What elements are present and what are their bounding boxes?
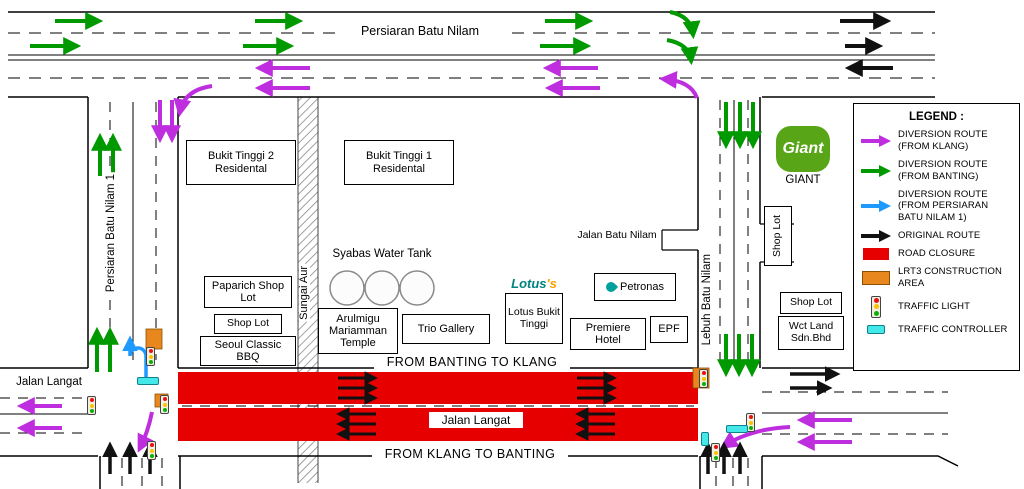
place-wct-land: Wct Land Sdn.Bhd (778, 316, 844, 350)
river-label-sungai-aur: Sungai Aur (298, 264, 310, 322)
traffic-light-icon (147, 441, 156, 460)
traffic-light-icon (711, 443, 720, 462)
place-shop-lot-lebuh: Shop Lot (764, 206, 792, 266)
lane-markings (0, 32, 948, 489)
place-trio-gallery: Trio Gallery (402, 314, 490, 344)
road-label-jalan-langat-west: Jalan Langat (16, 376, 82, 388)
traffic-controller-icon (137, 377, 159, 385)
legend-item-road-closure: ROAD CLOSURE (860, 248, 1013, 261)
place-shop-lot-left: Shop Lot (214, 314, 282, 334)
giant-logo: Giant (776, 126, 830, 172)
diversion-pbn1-arrow-icon (860, 200, 892, 213)
lotus-logo: Lotus's (504, 276, 564, 291)
traffic-light-icon (146, 347, 155, 366)
legend-item-traffic-controller: TRAFFIC CONTROLLER (860, 324, 1013, 336)
legend-item-diversion-pbn1: DIVERSION ROUTE (FROM PERSIARAN BATU NIL… (860, 189, 1013, 225)
place-petronas: Petronas (594, 273, 676, 301)
traffic-controller-icon (701, 432, 709, 446)
place-shop-lot-right: Shop Lot (780, 292, 842, 314)
water-tank-circles (329, 270, 435, 306)
diversion-klang-arrow-icon (860, 134, 892, 147)
original-route-arrows (102, 12, 893, 474)
road-label-lebuh-batu-nilam: Lebuh Batu Nilam (701, 252, 714, 348)
petronas-label: Petronas (619, 280, 665, 293)
place-seoul-classic-bbq: Seoul Classic BBQ (200, 336, 296, 366)
traffic-light-icon (87, 396, 96, 415)
place-lotus-bukit-tinggi: Lotus Bukit Tinggi (505, 293, 563, 344)
place-epf: EPF (650, 316, 688, 343)
place-arulmigu-mariamman-temple: Arulmigu Mariamman Temple (318, 308, 398, 354)
legend-item-diversion-banting: DIVERSION ROUTE (FROM BANTING) (860, 159, 1013, 183)
traffic-light-icon (699, 369, 708, 388)
traffic-controller-icon (860, 325, 892, 335)
road-label-persiaran-batu-nilam: Persiaran Batu Nilam (336, 23, 504, 39)
closure-banner-banting-to-klang: FROM BANTING TO KLANG (374, 354, 570, 370)
lotus-logo-suffix: 's (546, 276, 557, 291)
legend-panel: LEGEND : DIVERSION ROUTE (FROM KLANG) DI… (853, 103, 1020, 371)
traffic-light-icon (160, 395, 169, 414)
legend-item-traffic-light: TRAFFIC LIGHT (860, 295, 1013, 318)
legend-item-original-route: ORIGINAL ROUTE (860, 230, 1013, 243)
legend-item-lrt3-construction: LRT3 CONSTRUCTION AREA (860, 266, 1013, 290)
road-closure-red (178, 372, 698, 441)
lrt3-construction-swatch-icon (860, 271, 892, 285)
diversion-banting-arrow-icon (860, 164, 892, 177)
petronas-logo-icon (603, 279, 619, 295)
diversion-route-banting-arrows (30, 10, 762, 378)
legend-title: LEGEND : (909, 111, 964, 123)
place-premiere-hotel: Premiere Hotel (570, 318, 646, 350)
road-label-jalan-batu-nilam: Jalan Batu Nilam (577, 229, 657, 241)
shop-lot-lebuh-label: Shop Lot (771, 214, 784, 258)
giant-caption: GIANT (785, 174, 821, 186)
original-route-arrow-icon (860, 230, 892, 243)
lotus-logo-text: Lotus (511, 276, 547, 291)
traffic-light-icon (746, 413, 755, 432)
closure-road-label-jalan-langat: Jalan Langat (429, 412, 523, 428)
closure-banner-klang-to-banting: FROM KLANG TO BANTING (372, 446, 568, 462)
traffic-light-icon (860, 295, 892, 318)
place-syabas-water-tank: Syabas Water Tank (332, 248, 432, 260)
diversion-route-klang-arrows (16, 59, 852, 453)
place-bukit-tinggi-2: Bukit Tinggi 2 Residental (186, 140, 296, 185)
diversion-route-pbn1-arrow (122, 335, 148, 378)
legend-item-diversion-klang: DIVERSION ROUTE (FROM KLANG) (860, 129, 1013, 153)
place-paparich-shop-lot: Paparich Shop Lot (204, 276, 292, 308)
place-bukit-tinggi-1: Bukit Tinggi 1 Residental (344, 140, 454, 185)
road-closure-swatch-icon (860, 248, 892, 261)
road-label-persiaran-batu-nilam-1: Persiaran Batu Nilam 1 (105, 172, 118, 295)
traffic-controller-icon (726, 425, 748, 433)
